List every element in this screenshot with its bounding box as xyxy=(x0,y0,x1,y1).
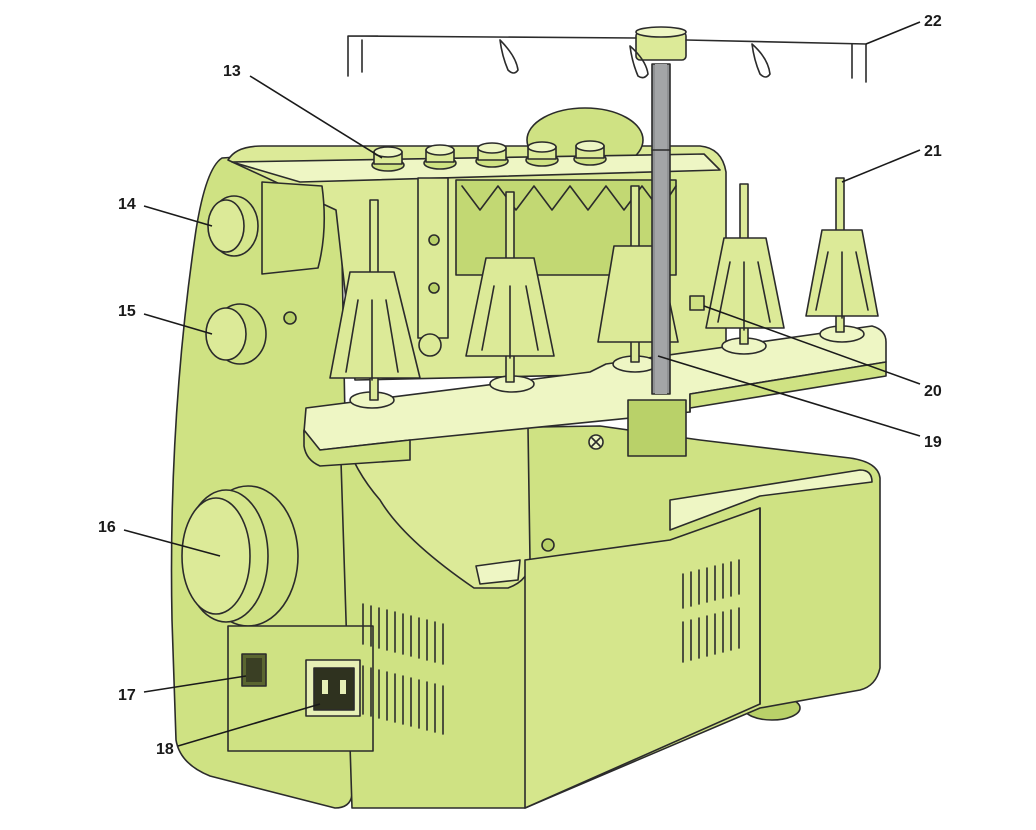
power-switch xyxy=(241,653,267,687)
lower-looper-knob xyxy=(205,303,267,365)
power-socket xyxy=(305,659,361,717)
leader-22 xyxy=(865,21,921,45)
leader-21 xyxy=(841,149,921,183)
thread-guide-bar xyxy=(347,35,867,83)
callout-21: 21 xyxy=(924,143,942,160)
callout-15: 15 xyxy=(118,303,136,320)
tension-dials xyxy=(371,140,607,172)
leader-14 xyxy=(143,205,213,227)
leader-20 xyxy=(703,305,921,385)
leader-19 xyxy=(657,355,921,437)
telescopic-thread-guide-rod xyxy=(627,26,687,457)
callout-labels: 13 14 15 16 17 18 19 20 21 22 xyxy=(98,13,942,758)
callout-19: 19 xyxy=(924,434,942,451)
callout-14: 14 xyxy=(118,196,136,213)
callout-20: 20 xyxy=(924,383,942,400)
thread-stand-table xyxy=(303,325,887,467)
leader-18 xyxy=(177,703,321,747)
handwheel xyxy=(181,485,299,627)
callout-17: 17 xyxy=(118,687,136,704)
leader-13 xyxy=(249,75,383,159)
callout-13: 13 xyxy=(223,63,241,80)
callout-18: 18 xyxy=(156,741,174,758)
serger-machine-illustration xyxy=(170,26,887,809)
leader-16 xyxy=(123,529,221,557)
leader-15 xyxy=(143,313,213,335)
upper-looper-knob xyxy=(207,181,326,275)
thread-spools xyxy=(329,177,879,409)
callout-16: 16 xyxy=(98,519,116,536)
leader-lines xyxy=(123,21,921,747)
leader-17 xyxy=(143,675,247,693)
callout-22: 22 xyxy=(924,13,942,30)
